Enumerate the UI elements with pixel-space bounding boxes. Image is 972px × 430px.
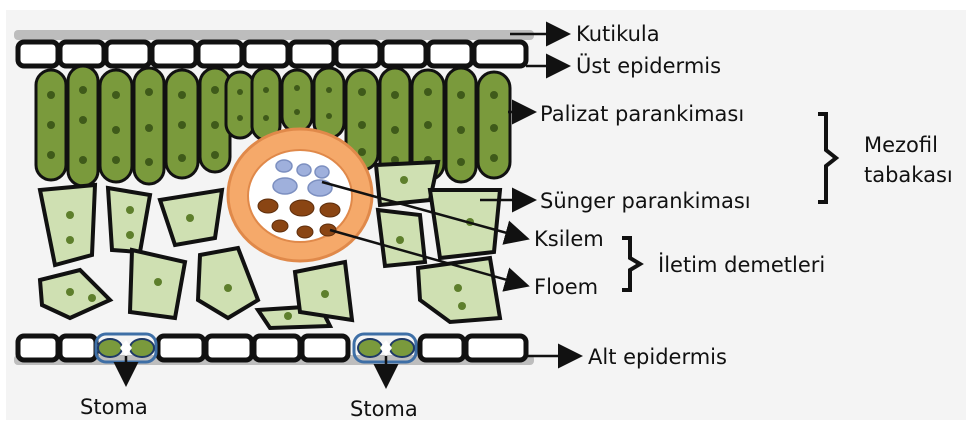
- upper-epidermis-cell: [474, 42, 526, 66]
- palisade-cell: [282, 70, 312, 132]
- upper-epidermis-cell: [198, 42, 242, 66]
- palisade-cell: [252, 68, 280, 140]
- palisade-cell: [68, 66, 98, 186]
- label-stoma-left: Stoma: [80, 395, 148, 419]
- label-sunger: Sünger parankiması: [540, 189, 751, 213]
- upper-epidermis-cell: [60, 42, 104, 66]
- label-floem: Floem: [534, 275, 598, 299]
- lower-epidermis: [18, 336, 526, 360]
- spongy-cell: [108, 188, 150, 252]
- upper-epidermis-cell: [18, 42, 58, 66]
- lower-epidermis-cell: [158, 336, 204, 360]
- label-iletim: İletim demetleri: [658, 252, 825, 277]
- label-kutikula: Kutikula: [576, 22, 660, 46]
- upper-epidermis-cell: [106, 42, 150, 66]
- label-ksilem: Ksilem: [534, 227, 604, 251]
- upper-epidermis-cell: [152, 42, 196, 66]
- lower-epidermis-cell: [206, 336, 252, 360]
- label-alt-epidermis: Alt epidermis: [588, 345, 727, 369]
- lower-epidermis-cell: [466, 336, 526, 360]
- label-palizat: Palizat parankiması: [540, 102, 744, 126]
- upper-epidermis-cell: [336, 42, 380, 66]
- cuticle-layer: [14, 30, 534, 40]
- label-ust-epidermis: Üst epidermis: [576, 53, 721, 78]
- label-mezofil-line2: tabakası: [864, 163, 953, 187]
- upper-epidermis-cell: [244, 42, 288, 66]
- palisade-cell: [314, 68, 344, 138]
- lower-epidermis-cell: [18, 336, 58, 360]
- upper-epidermis-cell: [428, 42, 472, 66]
- upper-epidermis: [18, 42, 526, 66]
- label-stoma-right: Stoma: [350, 397, 418, 421]
- upper-epidermis-cell: [382, 42, 426, 66]
- upper-epidermis-cell: [290, 42, 334, 66]
- label-mezofil-line1: Mezofil: [864, 133, 938, 157]
- lower-epidermis-cell: [60, 336, 96, 360]
- lower-epidermis-cell: [254, 336, 300, 360]
- vascular-bundle: [228, 129, 372, 261]
- lower-epidermis-cell: [420, 336, 464, 360]
- palisade-cell: [226, 72, 254, 138]
- lower-epidermis-cell: [302, 336, 348, 360]
